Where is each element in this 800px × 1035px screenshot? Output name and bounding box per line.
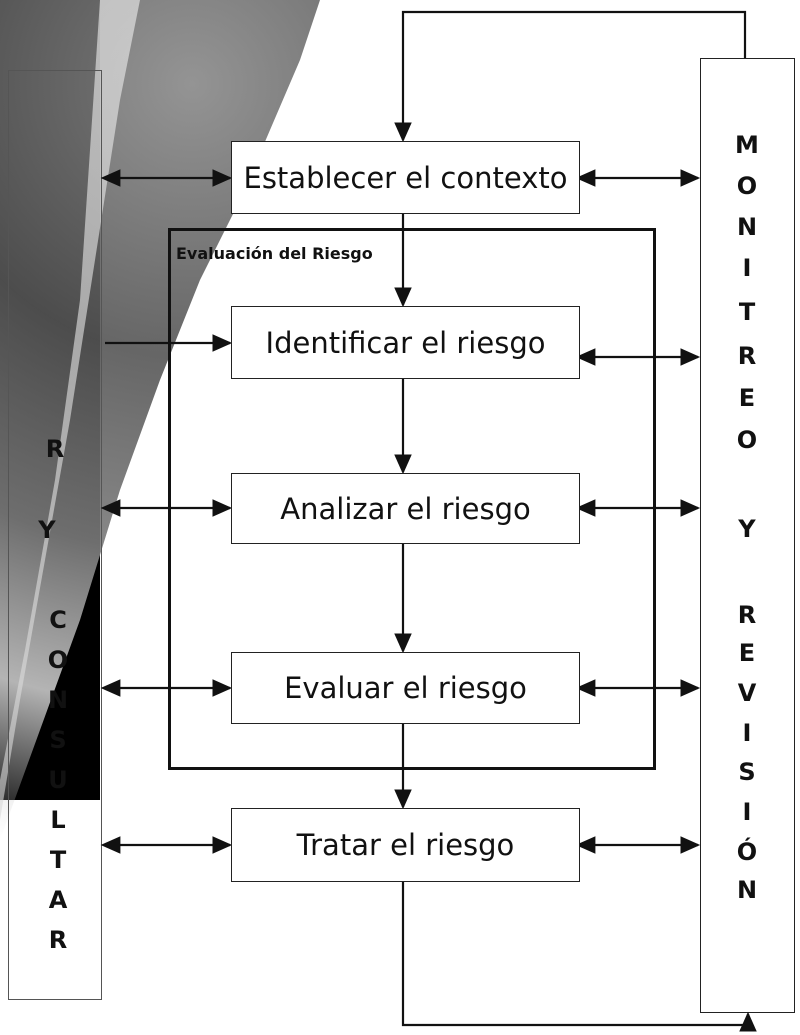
right-letter: Y <box>738 515 756 543</box>
left-letter: L <box>50 806 66 834</box>
left-letter: R <box>48 926 68 954</box>
right-letter: R <box>737 342 757 370</box>
left-letter: Y <box>38 516 56 544</box>
left-letter: S <box>49 726 67 754</box>
left-letter: U <box>48 766 68 794</box>
left-letter: C <box>49 606 67 634</box>
step-establish-context: Establecer el contexto <box>231 141 580 214</box>
risk-evaluation-frame <box>168 228 656 770</box>
right-letter: I <box>742 254 752 282</box>
left-letter: R <box>45 435 65 463</box>
right-letter: N <box>736 213 758 241</box>
left-letter: A <box>48 886 68 914</box>
right-letter: I <box>742 719 752 747</box>
right-letter: M <box>735 131 759 159</box>
right-letter: I <box>742 798 752 826</box>
left-letter: T <box>49 846 67 874</box>
right-letter: Ó <box>736 838 758 866</box>
step-identify-risk: Identificar el riesgo <box>231 306 580 379</box>
right-letter: V <box>737 679 757 707</box>
left-letter: O <box>47 646 69 674</box>
right-letter: T <box>738 298 756 326</box>
left-letter: N <box>47 686 69 714</box>
right-letter: N <box>736 876 758 904</box>
right-letter: E <box>738 639 756 667</box>
left-communicate-column <box>8 70 102 1000</box>
frame-label: Evaluación del Riesgo <box>176 244 373 263</box>
step-analyze-risk: Analizar el riesgo <box>231 473 580 544</box>
right-letter: O <box>736 172 758 200</box>
step-treat-risk: Tratar el riesgo <box>231 808 580 882</box>
right-monitoring-column <box>700 58 795 1013</box>
right-letter: O <box>736 426 758 454</box>
right-letter: E <box>738 384 756 412</box>
right-letter: S <box>738 758 756 786</box>
right-letter: R <box>737 601 757 629</box>
step-evaluate-risk: Evaluar el riesgo <box>231 652 580 724</box>
